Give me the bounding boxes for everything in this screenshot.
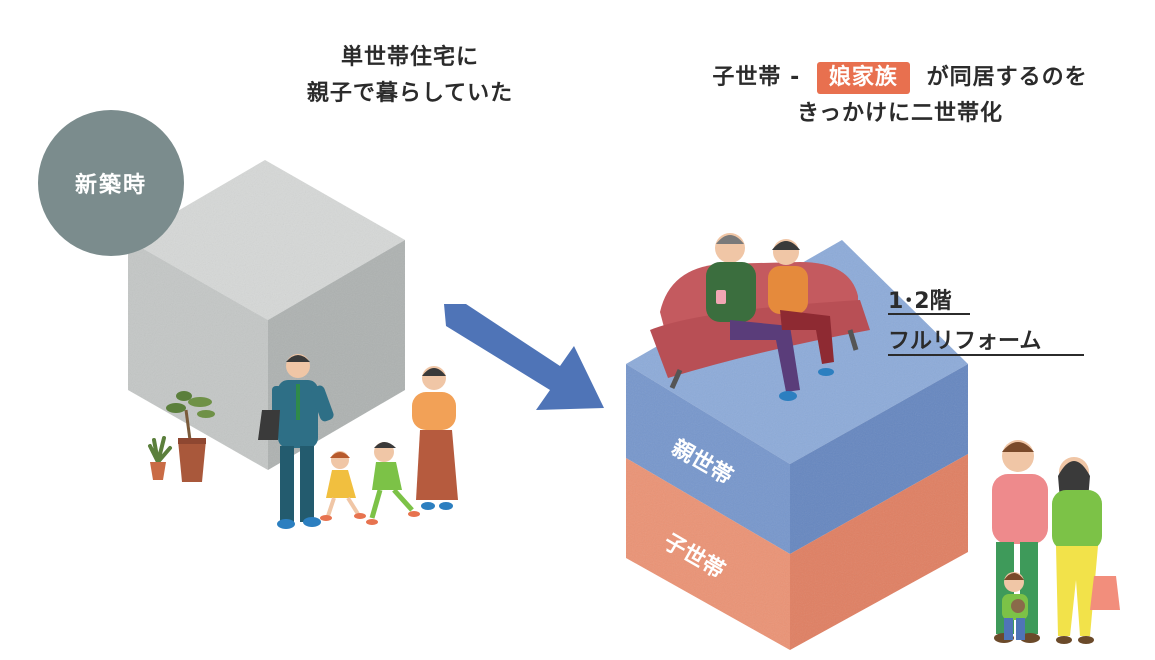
caption-after-line1: 子世帯 - 娘家族 が同居するのを: [680, 60, 1120, 96]
caption-after-line2: きっかけに二世帯化: [796, 101, 1004, 126]
renovation-underline1: [888, 313, 970, 315]
caption-after: 子世帯 - 娘家族 が同居するのを きっかけに二世帯化: [680, 60, 1120, 132]
husband-figure: [992, 440, 1048, 643]
cube-before: [128, 160, 405, 470]
plant-small-icon: [148, 436, 172, 480]
transition-arrow-icon: [444, 304, 604, 410]
caption-after-suffix: が同居するのを: [926, 65, 1088, 90]
renovation-line2: フルリフォーム: [888, 329, 1042, 354]
plant-tall-icon: [166, 391, 215, 482]
renovation-line1: 1･2階: [888, 289, 952, 314]
grandmother-figure: [768, 239, 834, 376]
girl-green-figure: [366, 442, 420, 525]
child-figure: [1002, 572, 1028, 640]
father-figure: [258, 354, 334, 529]
caption-before-line2: 親子で暮らしていた: [306, 81, 514, 106]
wife-figure: [1052, 457, 1120, 644]
girl-yellow-figure: [320, 451, 366, 521]
grandfather-figure: [706, 233, 800, 401]
mother-figure: [412, 366, 458, 510]
renovation-underline2: [888, 354, 1084, 356]
caption-before-line1: 単世帯住宅に: [340, 45, 479, 70]
new-build-badge: 新築時: [38, 110, 184, 256]
new-build-badge-label: 新築時: [74, 173, 147, 198]
daughter-family-highlight: 娘家族: [816, 62, 910, 94]
caption-after-prefix: 子世帯 -: [712, 65, 801, 90]
caption-before: 単世帯住宅に 親子で暮らしていた: [280, 40, 540, 112]
